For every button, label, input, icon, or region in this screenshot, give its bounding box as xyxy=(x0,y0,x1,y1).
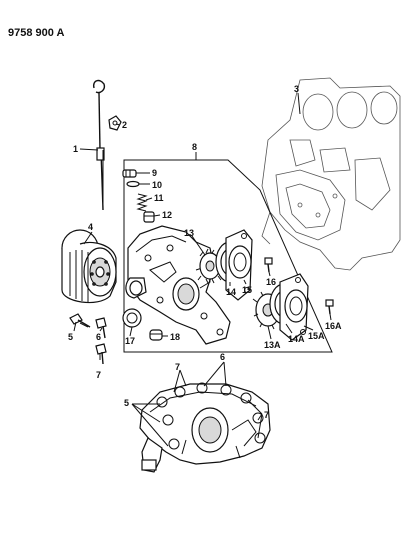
oil-seal xyxy=(122,308,142,328)
relief-valve-plug xyxy=(122,169,137,178)
relief-valve-plunger xyxy=(143,211,155,223)
oil-dipstick xyxy=(92,79,106,211)
bolt-16a xyxy=(325,299,334,315)
bolt-5 xyxy=(69,313,91,328)
leader-lines xyxy=(73,92,332,447)
callout-1: 1 xyxy=(73,144,78,154)
bolt-6 xyxy=(95,317,107,339)
callout-18: 18 xyxy=(170,332,180,342)
pump-drive-gear xyxy=(197,248,225,284)
assembled-oil-pump xyxy=(139,382,271,473)
callout-17: 17 xyxy=(125,336,135,346)
bolt-7 xyxy=(95,343,107,365)
callout-2: 2 xyxy=(122,120,127,130)
callout-14a: 14A xyxy=(288,334,305,344)
oil-filter xyxy=(61,229,117,304)
oil-pump-housing xyxy=(125,225,231,345)
plug-18 xyxy=(149,329,163,341)
callout-6a: 6 xyxy=(96,332,101,342)
engine-block xyxy=(261,77,401,271)
callout-11: 11 xyxy=(154,193,164,203)
callout-9: 9 xyxy=(152,168,157,178)
callout-10: 10 xyxy=(152,180,162,190)
callout-7c: 7 xyxy=(264,410,269,420)
callout-15a: 15A xyxy=(308,331,325,341)
callout-7b: 7 xyxy=(175,362,180,372)
callout-3: 3 xyxy=(294,84,299,94)
callout-12: 12 xyxy=(162,210,172,220)
callout-13a: 13A xyxy=(264,340,281,350)
callout-5a: 5 xyxy=(68,332,73,342)
callout-5b: 5 xyxy=(124,398,129,408)
callout-labels: 1 2 3 4 8 9 10 11 12 13 14 15 16 13A 14A… xyxy=(68,84,342,420)
relief-valve-spring xyxy=(136,193,148,212)
dipstick-clip xyxy=(108,115,122,131)
callout-14: 14 xyxy=(226,287,236,297)
relief-valve-gasket xyxy=(126,180,140,188)
callout-8: 8 xyxy=(192,142,197,152)
callout-15: 15 xyxy=(242,285,252,295)
callout-13: 13 xyxy=(184,228,194,238)
cover-15a xyxy=(279,273,309,341)
diagram-code: 9758 900 A xyxy=(8,27,65,39)
callout-4: 4 xyxy=(88,222,93,232)
callout-7a: 7 xyxy=(96,370,101,380)
callout-16a: 16A xyxy=(325,321,342,331)
bolt-16 xyxy=(264,257,273,273)
callout-6b: 6 xyxy=(220,352,225,362)
callout-16: 16 xyxy=(266,277,276,287)
